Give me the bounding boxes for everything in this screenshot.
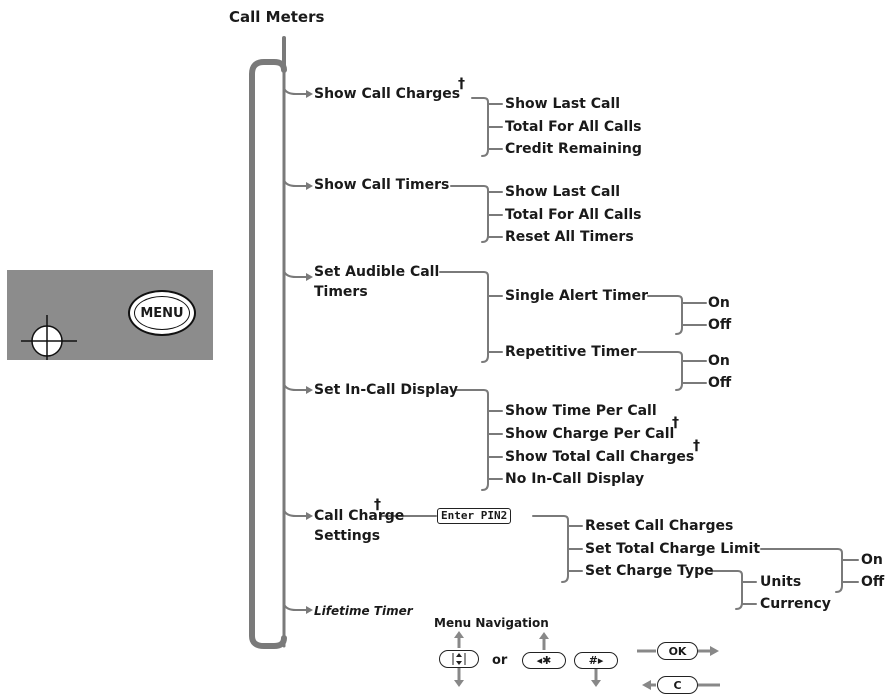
menu-call-charge-settings[interactable]: Call Charge: [314, 508, 405, 524]
nav-scroll-key[interactable]: [439, 650, 479, 668]
option-on[interactable]: On: [708, 295, 730, 311]
enter-pin2-display: Enter PIN2: [437, 508, 512, 524]
ok-key[interactable]: OK: [657, 642, 698, 660]
menu-show-call-charges[interactable]: Show Call Charges: [314, 86, 461, 102]
dagger-mark: †: [672, 415, 679, 431]
menu-set-in-call-display[interactable]: Set In-Call Display: [314, 382, 459, 398]
submenu-single-alert-timer[interactable]: Single Alert Timer: [505, 288, 648, 304]
c-key[interactable]: C: [657, 676, 698, 694]
submenu-item[interactable]: Show Last Call: [505, 96, 621, 112]
menu-call-charge-settings-line2: Settings: [314, 528, 381, 544]
option-on[interactable]: On: [708, 353, 730, 369]
submenu-item[interactable]: Total For All Calls: [505, 119, 642, 135]
menu-button-label: MENU: [134, 296, 190, 330]
menu-navigation-title: Menu Navigation: [434, 616, 549, 630]
submenu-item[interactable]: Show Time Per Call: [505, 403, 657, 419]
option-off[interactable]: Off: [861, 574, 885, 590]
menu-button[interactable]: MENU: [128, 290, 196, 336]
option-units[interactable]: Units: [760, 574, 802, 590]
menu-set-audible-call-timers[interactable]: Set Audible Call: [314, 264, 440, 280]
menu-lifetime-timer[interactable]: Lifetime Timer: [314, 604, 413, 618]
registration-mark-icon: [21, 315, 77, 360]
menu-show-call-timers[interactable]: Show Call Timers: [314, 177, 450, 193]
submenu-item[interactable]: No In-Call Display: [505, 471, 645, 487]
option-on[interactable]: On: [861, 552, 883, 568]
submenu-item[interactable]: Show Charge Per Call: [505, 426, 675, 442]
submenu-item[interactable]: Show Total Call Charges: [505, 449, 695, 465]
submenu-set-charge-type[interactable]: Set Charge Type: [585, 563, 714, 579]
star-key[interactable]: ◂✱: [522, 652, 566, 669]
phone-illustration: MENU: [7, 270, 213, 360]
or-text: or: [492, 653, 508, 668]
hash-key[interactable]: #▸: [574, 652, 618, 669]
option-off[interactable]: Off: [708, 375, 732, 391]
menu-set-audible-call-timers-line2: Timers: [314, 284, 368, 300]
submenu-item[interactable]: Set Total Charge Limit: [585, 541, 761, 557]
dagger-mark: †: [374, 497, 381, 513]
submenu-item[interactable]: Reset Call Charges: [585, 518, 734, 534]
up-down-arrows-icon: [452, 653, 466, 665]
submenu-item[interactable]: Total For All Calls: [505, 207, 642, 223]
submenu-item[interactable]: Reset All Timers: [505, 229, 634, 245]
option-off[interactable]: Off: [708, 317, 732, 333]
submenu-item[interactable]: Credit Remaining: [505, 141, 642, 157]
submenu-repetitive-timer[interactable]: Repetitive Timer: [505, 344, 637, 360]
submenu-item[interactable]: Show Last Call: [505, 184, 621, 200]
option-currency[interactable]: Currency: [760, 596, 831, 612]
dagger-mark: †: [458, 76, 465, 92]
dagger-mark: †: [693, 438, 700, 454]
page-title: Call Meters: [229, 8, 325, 26]
